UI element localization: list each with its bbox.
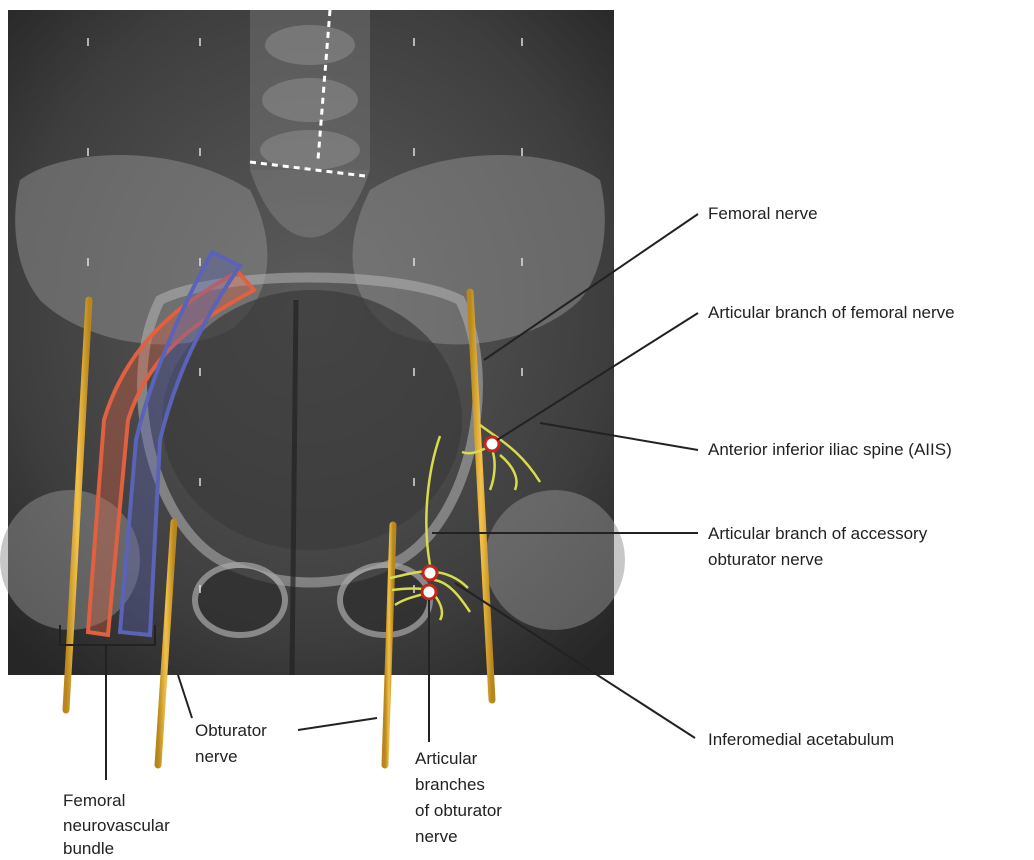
target-obturator-2 — [422, 585, 436, 599]
leader-obturator-nerve — [298, 718, 377, 730]
label-femoral-nerve: Femoral nerve — [708, 203, 818, 225]
label-femoral-bundle-line2: neurovascular — [63, 815, 170, 837]
label-articular-branches-obturator-line3: of obturator — [415, 800, 502, 822]
label-aiis: Anterior inferior iliac spine (AIIS) — [708, 439, 952, 461]
label-obturator-nerve-line1: Obturator — [195, 720, 267, 742]
label-articular-branches-obturator-line1: Articular — [415, 748, 477, 770]
label-articular-branches-obturator-line2: branches — [415, 774, 485, 796]
label-accessory-obturator-line1: Articular branch of accessory — [708, 523, 927, 545]
label-articular-branches-obturator-line4: nerve — [415, 826, 458, 848]
label-articular-branch-femoral-nerve: Articular branch of femoral nerve — [708, 302, 955, 324]
target-obturator-1 — [423, 566, 437, 580]
label-obturator-nerve-line2: nerve — [195, 746, 238, 768]
label-femoral-bundle-line1: Femoral — [63, 790, 125, 812]
label-femoral-bundle-line3: bundle — [63, 838, 114, 860]
leader-obturator-nerve-left — [178, 675, 192, 718]
label-accessory-obturator-line2: obturator nerve — [708, 549, 823, 571]
label-inferomedial-acetabulum: Inferomedial acetabulum — [708, 729, 894, 751]
